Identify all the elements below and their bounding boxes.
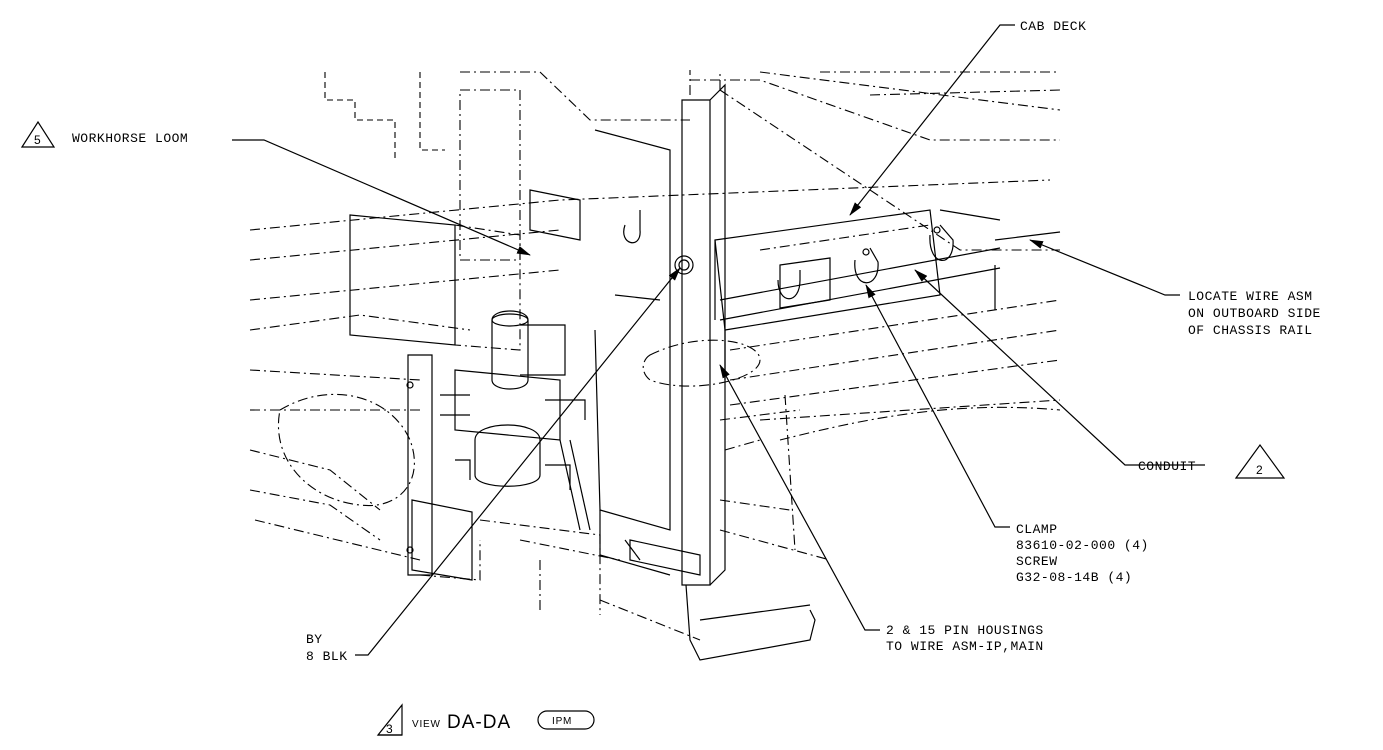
note-3-number: 3 [386,722,393,736]
note-triangle-5 [20,120,56,148]
callout-locate-wire: LOCATE WIRE ASM ON OUTBOARD SIDE OF CHAS… [1188,289,1321,338]
view-tag: IPM [552,716,572,727]
clamp-line-2: 83610-02-000 (4) [1016,538,1149,553]
note-triangle-2 [1234,443,1286,479]
clamp-line-4: G32-08-14B (4) [1016,570,1132,585]
leader-lines [232,24,1205,656]
housings-line-1: 2 & 15 PIN HOUSINGS [886,623,1044,638]
callout-workhorse-loom: 5 WORKHORSE LOOM [20,120,188,148]
view-title: 3 VIEW DA-DA IPM [376,703,595,736]
by-blk-line-2: 8 BLK [306,649,348,664]
callout-housings: 2 & 15 PIN HOUSINGS TO WIRE ASM-IP,MAIN [886,623,1044,654]
callout-conduit: CONDUIT 2 [1138,443,1286,479]
view-name: DA-DA [447,712,511,733]
callout-clamp: CLAMP 83610-02-000 (4) SCREW G32-08-14B … [1016,522,1149,585]
callout-by-blk: BY 8 BLK [306,632,348,664]
assembly-line-art [249,70,1061,661]
by-blk-line-1: BY [306,632,323,647]
view-prefix: VIEW [412,719,441,730]
locate-wire-line-3: OF CHASSIS RAIL [1188,323,1313,338]
workhorse-loom-label: WORKHORSE LOOM [72,131,188,146]
view-tag-outline [537,710,595,730]
note-5-number: 5 [34,133,41,147]
cab-deck-label: CAB DECK [1020,19,1086,34]
clamp-line-3: SCREW [1016,554,1058,569]
housings-line-2: TO WIRE ASM-IP,MAIN [886,639,1044,654]
conduit-label: CONDUIT [1138,459,1196,474]
note-2-number: 2 [1256,463,1263,477]
locate-wire-line-2: ON OUTBOARD SIDE [1188,306,1321,321]
clamp-line-1: CLAMP [1016,522,1058,537]
locate-wire-line-1: LOCATE WIRE ASM [1188,289,1313,304]
callout-cab-deck: CAB DECK [1020,19,1086,34]
